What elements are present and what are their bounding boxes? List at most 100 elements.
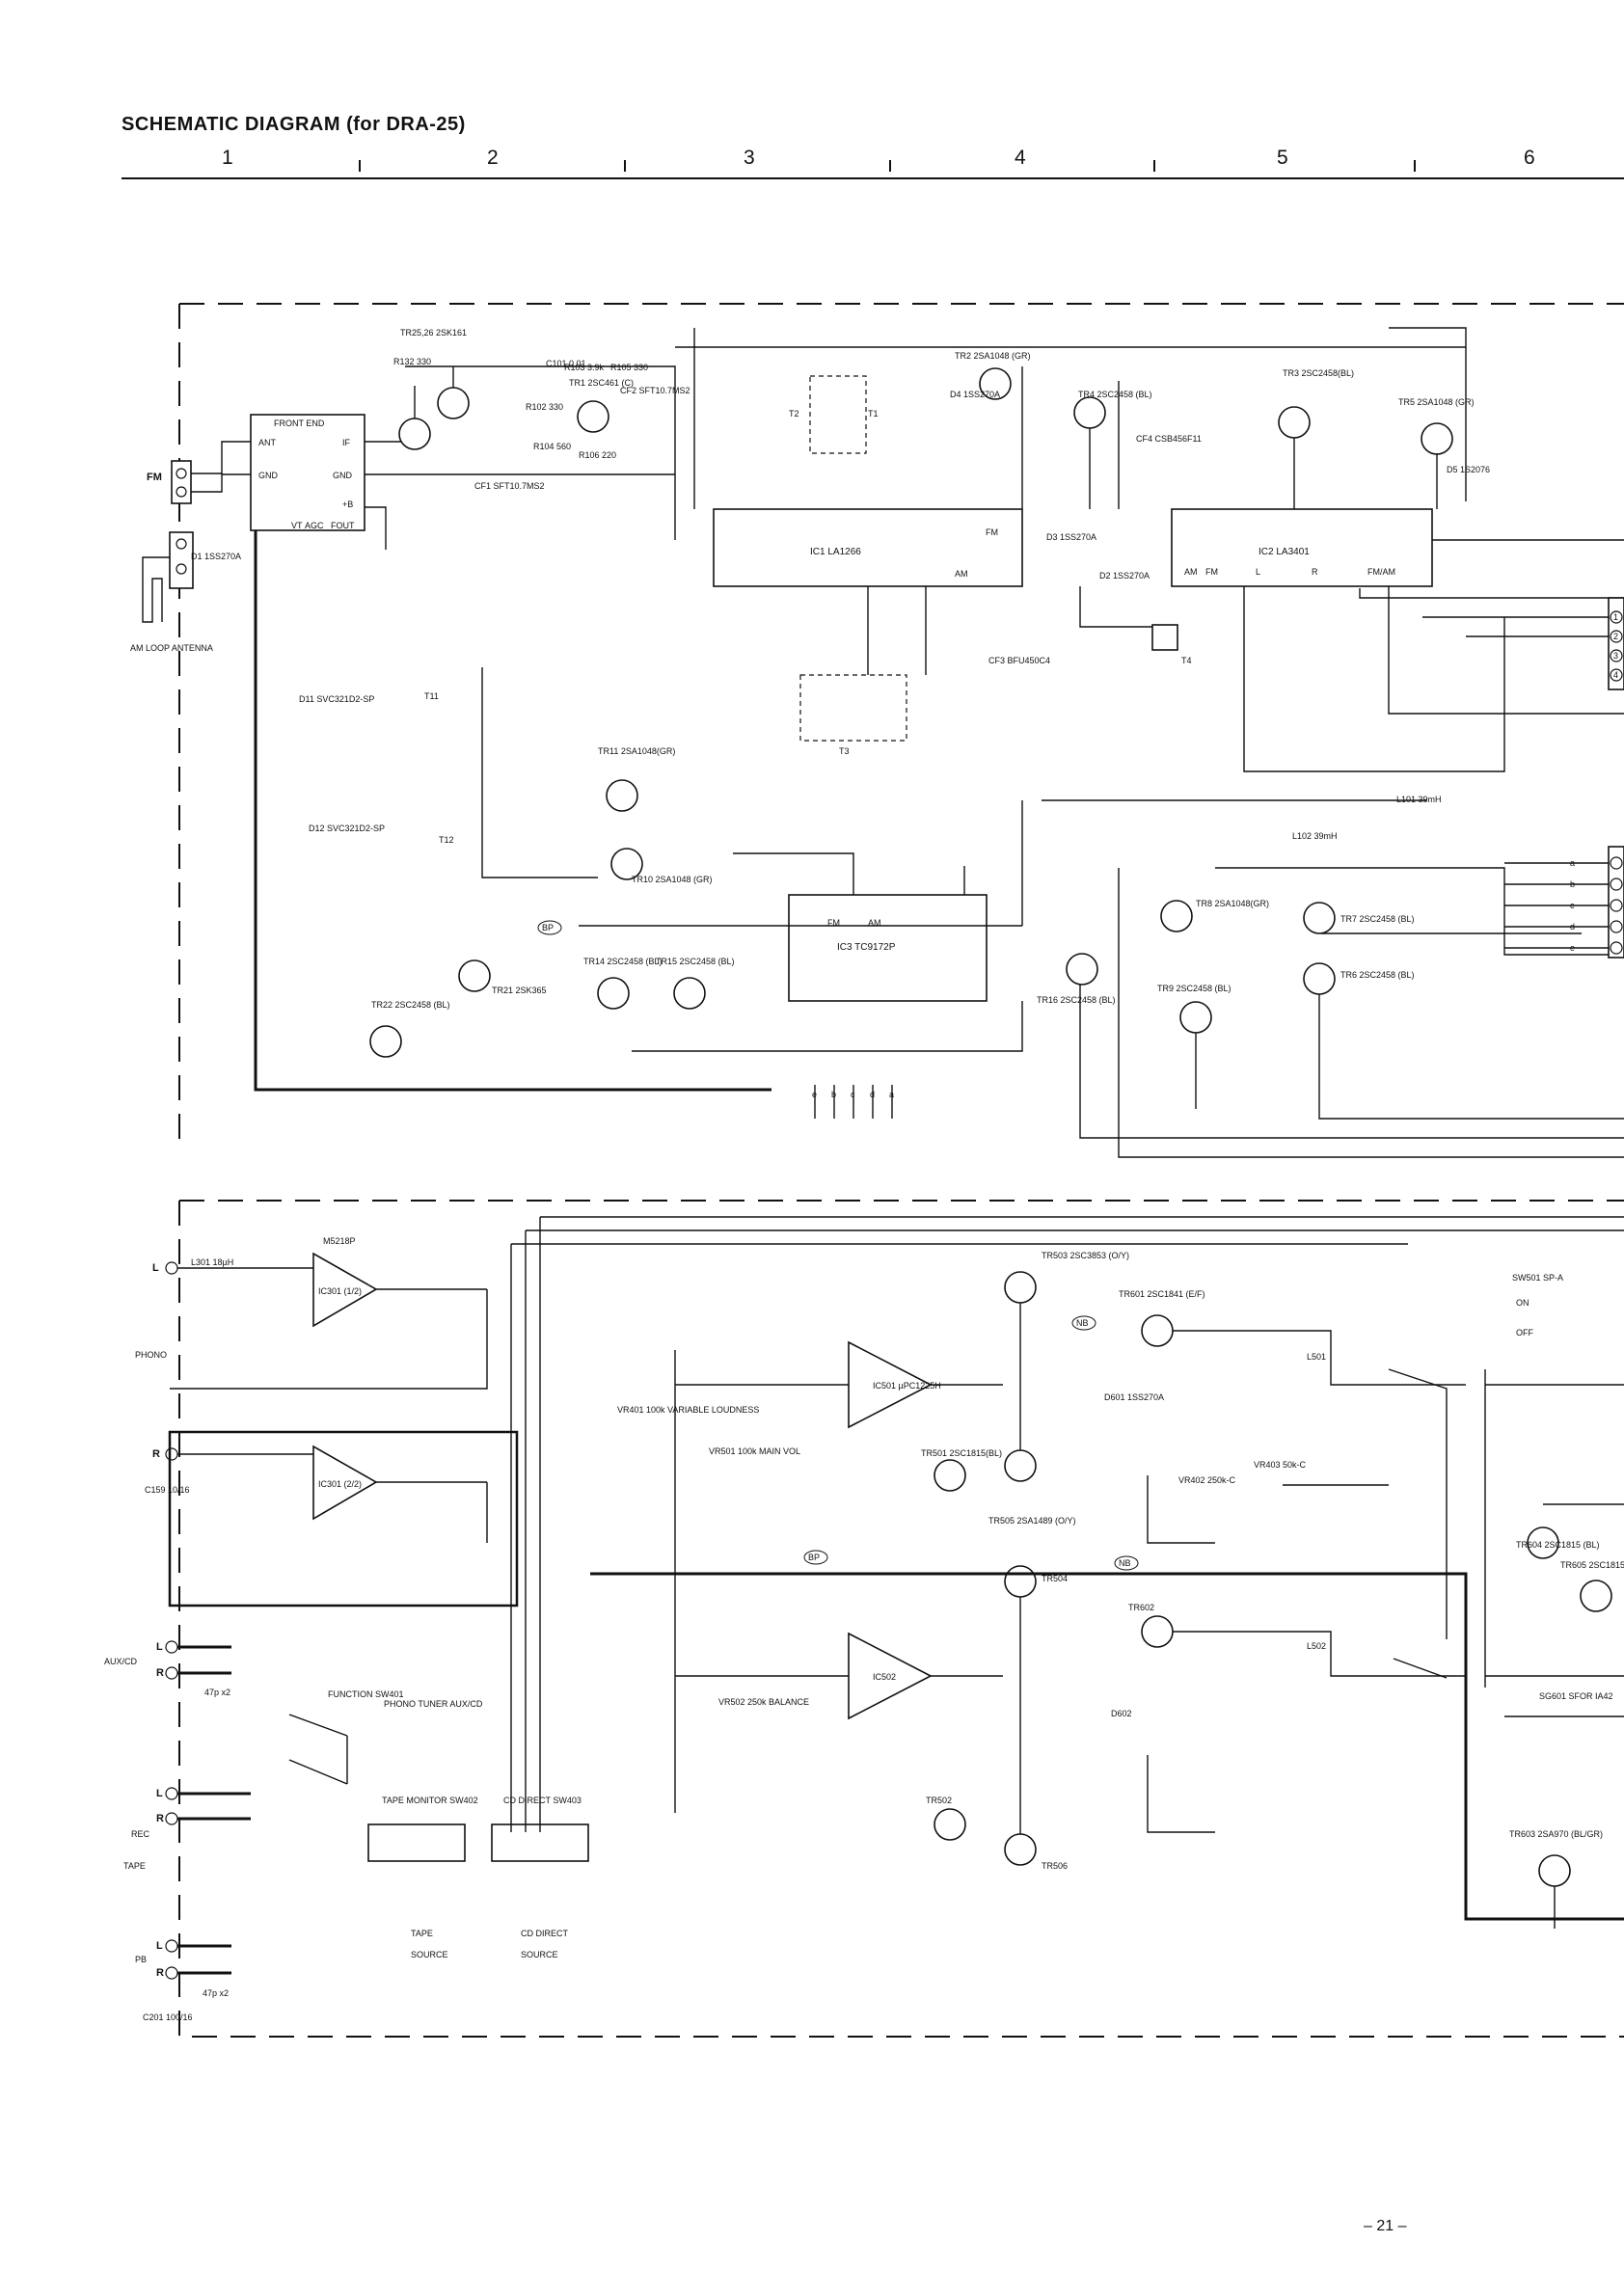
front-end-label: FRONT END xyxy=(274,419,325,428)
column-tick xyxy=(1153,160,1155,172)
tr1: TR1 2SC461 (C) xyxy=(569,378,634,433)
pin-gnd2: GND xyxy=(333,471,353,480)
phono-label: PHONO xyxy=(135,1350,167,1360)
tr506-label: TR506 xyxy=(1042,1861,1068,1871)
tr506: TR506 xyxy=(1004,1833,1068,1871)
rec-outputs: L R REC TAPE xyxy=(123,1787,178,1871)
column-tick xyxy=(889,160,891,172)
r103-label: R103 3.9k xyxy=(564,363,605,372)
tr11: TR11 2SA1048(GR) xyxy=(598,746,675,812)
phono-r: R xyxy=(152,1448,160,1460)
cf2-label: CF2 SFT10.7MS2 xyxy=(620,386,690,395)
column-number: 4 xyxy=(1015,147,1026,169)
source-leg-label: SOURCE xyxy=(411,1950,448,1959)
am-antenna-label: AM LOOP ANTENNA xyxy=(130,643,213,653)
ic501-label: IC501 µPC1225H xyxy=(873,1381,941,1391)
jump-e: e xyxy=(812,1090,817,1099)
tr502-label: TR502 xyxy=(926,1796,952,1805)
tr502: TR502 xyxy=(926,1796,966,1841)
tr15-label: TR15 2SC2458 (BL) xyxy=(656,957,735,966)
tr602-label: TR602 xyxy=(1128,1603,1154,1612)
fm-input: FM xyxy=(147,460,192,504)
fm-label: FM xyxy=(147,472,162,483)
d11-label: D11 SVC321D2-SP xyxy=(299,694,374,704)
ic2: IC2 LA3401 AM FM L R FM/AM xyxy=(1171,508,1433,587)
column-tick xyxy=(359,160,361,172)
tr601: TR601 2SC1841 (E/F) xyxy=(1119,1289,1205,1347)
phono-input: L R PHONO xyxy=(135,1261,178,1461)
tr9-label: TR9 2SC2458 (BL) xyxy=(1157,984,1232,993)
tr605-label: TR605 2SC1815 (BL) xyxy=(1560,1560,1624,1570)
t12-label: T12 xyxy=(439,835,454,845)
tuner-ground-bus xyxy=(254,530,771,1092)
t11-label: T11 xyxy=(424,691,439,701)
c101-label: C101 0.01 xyxy=(546,359,586,368)
source-leg2-label: SOURCE xyxy=(521,1950,558,1959)
tr6-label: TR6 2SC2458 (BL) xyxy=(1340,970,1415,980)
tr4: TR4 2SC2458 (BL) xyxy=(1073,390,1152,429)
tr604-label: TR604 2SC1815 (BL) xyxy=(1516,1540,1600,1550)
rec-r: R xyxy=(156,1813,164,1824)
nb-text-2: NB xyxy=(1119,1558,1131,1568)
tr3: TR3 2SC2458(BL) xyxy=(1278,368,1354,439)
tr3-label: TR3 2SC2458(BL) xyxy=(1283,368,1354,378)
vr501-label: VR501 100k MAIN VOL xyxy=(709,1446,800,1456)
aux-cd-label: AUX/CD xyxy=(104,1657,138,1666)
column-tick xyxy=(1414,160,1416,172)
nb-badge-2: NB xyxy=(1114,1555,1139,1571)
ic501: IC501 µPC1225H xyxy=(848,1340,941,1429)
ic3-am-label: AM xyxy=(868,918,881,928)
ic502-label: IC502 xyxy=(873,1672,896,1682)
tr25-26: TR25,26 2SK161 R132 330 xyxy=(393,328,470,450)
conn-2: 2 xyxy=(1613,632,1618,641)
t1-label: T1 xyxy=(868,409,879,419)
column-number: 2 xyxy=(487,147,499,169)
cf4-label: CF4 CSB456F11 xyxy=(1136,434,1202,444)
phono-l: L xyxy=(152,1262,159,1274)
l101-label: L101 39mH xyxy=(1396,795,1442,804)
tr15: TR15 2SC2458 (BL) xyxy=(656,957,735,1010)
tr9: TR9 2SC2458 (BL) xyxy=(1157,984,1232,1034)
bp-text-2: BP xyxy=(808,1553,820,1562)
ic301a-label: IC301 (1/2) xyxy=(318,1286,362,1296)
tr21: TR21 2SK365 xyxy=(458,959,547,995)
tr10-label: TR10 2SA1048 (GR) xyxy=(632,875,713,884)
tr8: TR8 2SA1048(GR) xyxy=(1160,899,1269,932)
t4-label: T4 xyxy=(1181,656,1192,665)
tr504: TR504 xyxy=(1004,1565,1068,1598)
d3-label: D3 1SS270A xyxy=(1046,532,1096,542)
sw501-label: SW501 SP-A xyxy=(1512,1273,1563,1283)
cd-direct-label: CD DIRECT SW403 xyxy=(503,1796,582,1805)
column-tick xyxy=(624,160,626,172)
d2-label: D2 1SS270A xyxy=(1099,571,1150,581)
tr6: TR6 2SC2458 (BL) xyxy=(1303,962,1415,995)
jump-c: c xyxy=(851,1090,855,1099)
tape-label: TAPE xyxy=(123,1861,146,1871)
c341-label: C159 10/16 xyxy=(145,1485,190,1495)
aux-cd-inputs: L R AUX/CD 47p x2 xyxy=(104,1640,230,1697)
d602-label: D602 xyxy=(1111,1709,1132,1718)
tr4-label: TR4 2SC2458 (BL) xyxy=(1078,390,1152,399)
ic1-label: IC1 LA1266 xyxy=(810,547,861,557)
vr403-label: VR403 50k-C xyxy=(1254,1460,1307,1470)
r132-label: R132 330 xyxy=(393,357,431,366)
c342-label: C201 100/16 xyxy=(143,2012,193,2022)
am-antenna-input: AM LOOP ANTENNA xyxy=(130,531,213,653)
ic3-jumpers: e b c d a xyxy=(812,1085,894,1119)
t3-label: T3 xyxy=(839,746,850,756)
column-number: 1 xyxy=(222,147,233,169)
tr11-label: TR11 2SA1048(GR) xyxy=(598,746,675,756)
tr603-label: TR603 2SA970 (BL/GR) xyxy=(1509,1829,1603,1839)
tr25-26-label: TR25,26 2SK161 xyxy=(400,328,467,338)
column-number: 6 xyxy=(1524,147,1535,169)
cf3-label: CF3 BFU450C4 xyxy=(988,656,1050,665)
ic301b-label: IC301 (2/2) xyxy=(318,1479,362,1489)
tape-monitor-switch: TAPE MONITOR SW402 TAPE SOURCE xyxy=(367,1796,478,1959)
ic3-fm-label: FM xyxy=(827,918,840,928)
tr16: TR16 2SC2458 (BL) xyxy=(1037,953,1116,1005)
conn-4: 4 xyxy=(1613,670,1618,680)
bp-badge: BP xyxy=(537,920,562,935)
right-connector-top: 1 2 3 4 xyxy=(1608,597,1624,690)
function-label: FUNCTION SW401 xyxy=(328,1689,404,1699)
